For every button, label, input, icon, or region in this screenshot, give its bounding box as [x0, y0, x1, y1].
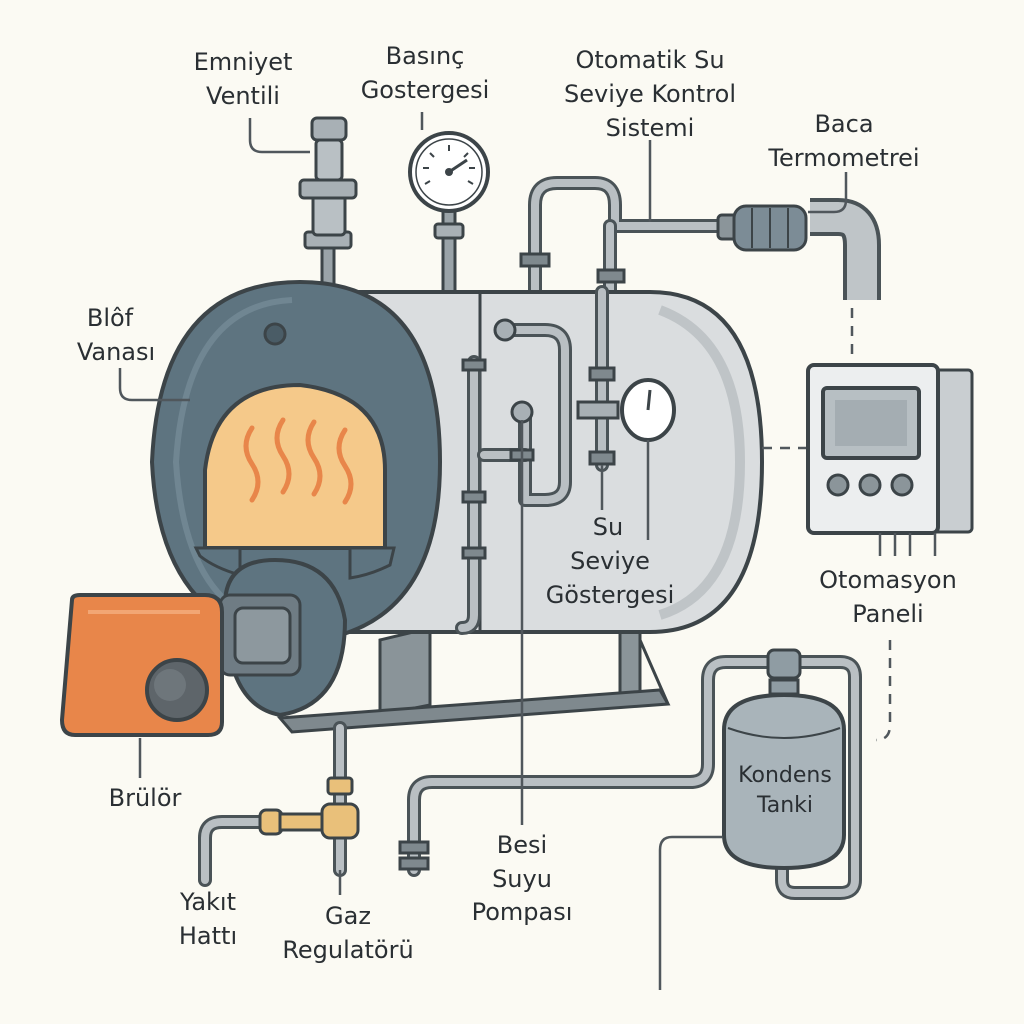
- label-gaz-regulatoru: Gaz Regulatörü: [282, 902, 413, 964]
- svg-text:Ventili: Ventili: [206, 82, 280, 110]
- svg-text:Yakıt: Yakıt: [179, 888, 236, 916]
- feed-water-pipe: [398, 655, 777, 877]
- svg-text:Gaz: Gaz: [325, 902, 371, 930]
- label-basinc-gostergesi: Basınç Gostergesi: [361, 42, 490, 104]
- svg-text:Sistemi: Sistemi: [606, 114, 695, 142]
- water-level-gauge: [620, 378, 676, 442]
- condensate-tank-piping: [775, 655, 862, 900]
- condensate-tank: [722, 648, 846, 871]
- svg-text:Hattı: Hattı: [179, 922, 237, 950]
- level-gauge-piping: [455, 285, 620, 635]
- label-emniyet-ventili: Emniyet Ventili: [194, 48, 293, 110]
- label-yakit-hatti: Yakıt Hattı: [179, 888, 237, 950]
- svg-text:Otomasyon: Otomasyon: [819, 566, 957, 594]
- signal-lines: [762, 308, 892, 742]
- svg-text:Pompası: Pompası: [472, 898, 573, 926]
- svg-text:Su: Su: [593, 513, 623, 541]
- svg-text:Vanası: Vanası: [77, 338, 155, 366]
- svg-text:Besi: Besi: [497, 831, 547, 859]
- svg-text:Tanki: Tanki: [756, 793, 813, 818]
- top-steam-pipe: [519, 176, 749, 299]
- gas-regulator: [258, 776, 360, 840]
- svg-text:Blôf: Blôf: [87, 304, 134, 332]
- label-su-seviye-gostergesi: Su Seviye Göstergesi: [546, 513, 675, 609]
- label-blof-vanasi: Blôf Vanası: [77, 304, 155, 366]
- support-frame: [276, 619, 671, 734]
- svg-text:Paneli: Paneli: [852, 600, 923, 628]
- svg-text:Seviye: Seviye: [570, 547, 650, 575]
- label-besi-suyu-pompasi: Besi Suyu Pompası: [472, 831, 573, 926]
- svg-text:Gostergesi: Gostergesi: [361, 76, 490, 104]
- label-baca-termometresi: Baca Termometrei: [767, 110, 919, 172]
- svg-text:Suyu: Suyu: [492, 865, 552, 893]
- leader-lines: [118, 112, 848, 990]
- svg-text:Seviye Kontrol: Seviye Kontrol: [564, 80, 736, 108]
- label-kondens-tanki: Kondens Tanki: [738, 763, 832, 818]
- svg-text:Basınç: Basınç: [386, 42, 465, 70]
- svg-text:Otomatik Su: Otomatik Su: [575, 46, 724, 74]
- label-brulor: Brülör: [109, 784, 182, 812]
- automation-panel: [806, 363, 974, 556]
- door-lower-flange: [193, 546, 396, 580]
- label-otomatik-su-seviye: Otomatik Su Seviye Kontrol Sistemi: [564, 46, 736, 142]
- svg-text:Göstergesi: Göstergesi: [546, 581, 675, 609]
- burner: [59, 593, 224, 737]
- label-otomasyon-paneli: Otomasyon Paneli: [819, 566, 957, 628]
- fuel-line: [198, 721, 347, 887]
- svg-text:Emniyet: Emniyet: [194, 48, 293, 76]
- flue-pipe: [810, 198, 881, 300]
- svg-text:Kondens: Kondens: [738, 763, 832, 788]
- svg-text:Regulatörü: Regulatörü: [282, 936, 413, 964]
- burner-housing: [218, 557, 348, 718]
- svg-text:Brülör: Brülör: [109, 784, 182, 812]
- svg-text:Baca: Baca: [814, 110, 873, 138]
- pressure-gauge: [408, 131, 490, 294]
- chimney-thermometer: [716, 204, 808, 252]
- svg-text:Termometrei: Termometrei: [767, 144, 919, 172]
- safety-valve: [298, 116, 358, 292]
- furnace-flame: [203, 382, 387, 550]
